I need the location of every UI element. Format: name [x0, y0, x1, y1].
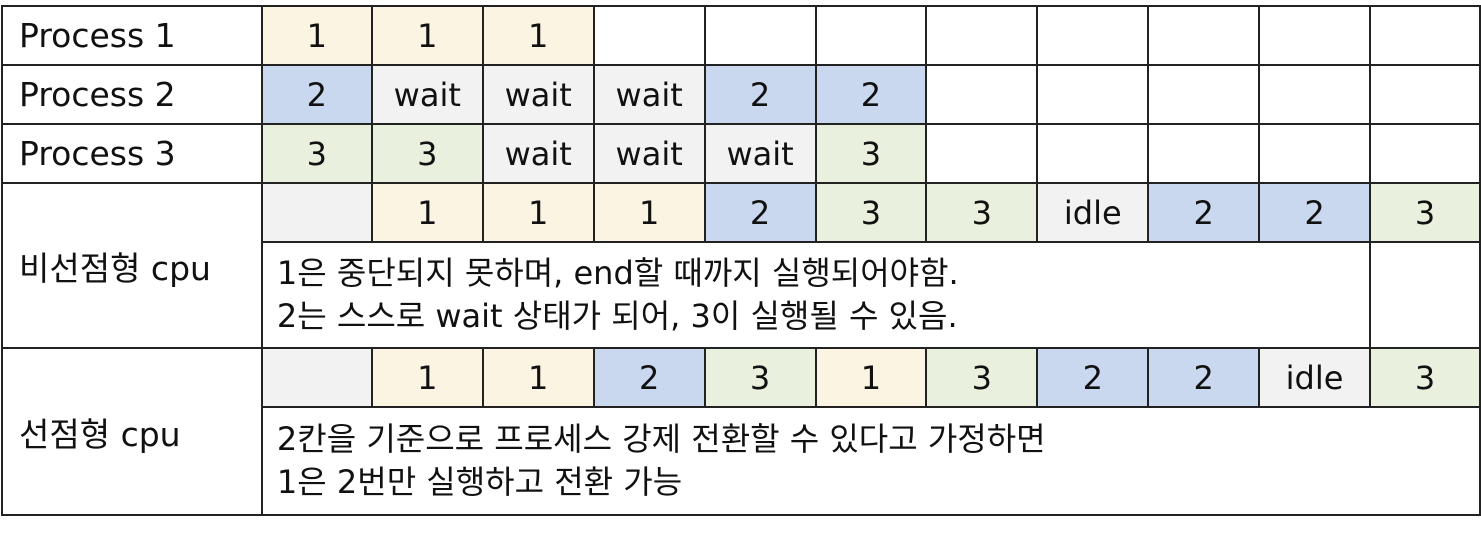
- timeline-cell: [925, 64, 1039, 125]
- timeline-cell: 1: [814, 347, 928, 408]
- timeline-cell: 1: [370, 5, 484, 66]
- timeline-cell: [1258, 123, 1372, 184]
- preemptive-note-row: 2칸을 기준으로 프로세스 강제 전환할 수 있다고 가정하면 1은 2번만 실행…: [2, 406, 1481, 516]
- timeline-cell: idle: [1258, 347, 1372, 408]
- note-line: 2는 스스로 wait 상태가 되어, 3이 실행될 수 있음.: [276, 297, 958, 335]
- timeline-cell: 1: [370, 347, 484, 408]
- timeline-cell: 1: [592, 182, 706, 243]
- nonpreemptive-note-row: 1은 중단되지 못하며, end할 때까지 실행되어야함. 2는 스스로 wait…: [2, 241, 1481, 349]
- timeline-cell: [925, 123, 1039, 184]
- row-label: 선점형 cpu: [1, 347, 263, 516]
- timeline-cell: 1: [481, 5, 595, 66]
- timeline-cell: wait: [703, 123, 817, 184]
- row-label: 비선점형 cpu: [1, 182, 263, 349]
- timeline-cell: [592, 5, 706, 66]
- timeline-cell: [814, 5, 928, 66]
- timeline-cell: 2: [814, 64, 928, 125]
- timeline-cell: [1036, 123, 1150, 184]
- nonpreemptive-note: 1은 중단되지 못하며, end할 때까지 실행되어야함. 2는 스스로 wait…: [260, 241, 1372, 349]
- timeline-cell: 1: [481, 182, 595, 243]
- timeline-cell: 1: [481, 347, 595, 408]
- timeline-cell: [1147, 64, 1261, 125]
- timeline-cell: [1147, 5, 1261, 66]
- timeline-cell: 3: [703, 347, 817, 408]
- timeline-cell: 1: [370, 182, 484, 243]
- timeline-cell: 3: [1369, 347, 1481, 408]
- timeline-cell: [1258, 5, 1372, 66]
- note-line: 1은 중단되지 못하며, end할 때까지 실행되어야함.: [276, 254, 959, 292]
- timeline-cell: [703, 5, 817, 66]
- timeline-cell: 2: [592, 347, 706, 408]
- timeline-cell: [1369, 123, 1481, 184]
- timeline-cell: 3: [1369, 182, 1481, 243]
- timeline-cell: idle: [1036, 182, 1150, 243]
- timeline-cell: 2: [703, 182, 817, 243]
- timeline-cell: 2: [260, 64, 373, 125]
- timeline-cell: 3: [925, 347, 1039, 408]
- timeline-cell: 2: [1147, 347, 1261, 408]
- timeline-cell: 2: [1258, 182, 1372, 243]
- timeline-cell: [1036, 5, 1150, 66]
- row-label: Process 2: [1, 64, 263, 125]
- timeline-cell: [1147, 123, 1261, 184]
- row-label: Process 1: [1, 5, 263, 66]
- timeline-cell: [1369, 64, 1481, 125]
- timeline-cell: [1036, 64, 1150, 125]
- row-label: Process 3: [1, 123, 263, 184]
- empty-cell: [1369, 241, 1481, 349]
- timeline-cell: 2: [1036, 347, 1150, 408]
- note-line: 2칸을 기준으로 프로세스 강제 전환할 수 있다고 가정하면: [276, 420, 1046, 458]
- timeline-cell: [1258, 64, 1372, 125]
- timeline-cell: 1: [260, 5, 373, 66]
- note-line: 1은 2번만 실행하고 전환 가능: [276, 463, 683, 501]
- timeline-cell: 2: [703, 64, 817, 125]
- preemptive-note: 2칸을 기준으로 프로세스 강제 전환할 수 있다고 가정하면 1은 2번만 실행…: [260, 406, 1481, 516]
- timeline-cell: [260, 347, 373, 408]
- timeline-cell: 2: [1147, 182, 1261, 243]
- timeline-cell: [925, 5, 1039, 66]
- timeline-cell: [1369, 5, 1481, 66]
- timeline-cell: wait: [481, 64, 595, 125]
- timeline-cell: 3: [925, 182, 1039, 243]
- timeline-cell: wait: [370, 64, 484, 125]
- timeline-cell: 3: [260, 123, 373, 184]
- timeline-cell: [260, 182, 373, 243]
- timeline-cell: 3: [814, 182, 928, 243]
- timeline-cell: wait: [592, 64, 706, 125]
- timeline-cell: wait: [592, 123, 706, 184]
- timeline-cell: 3: [370, 123, 484, 184]
- timeline-cell: 3: [814, 123, 928, 184]
- timeline-cell: wait: [481, 123, 595, 184]
